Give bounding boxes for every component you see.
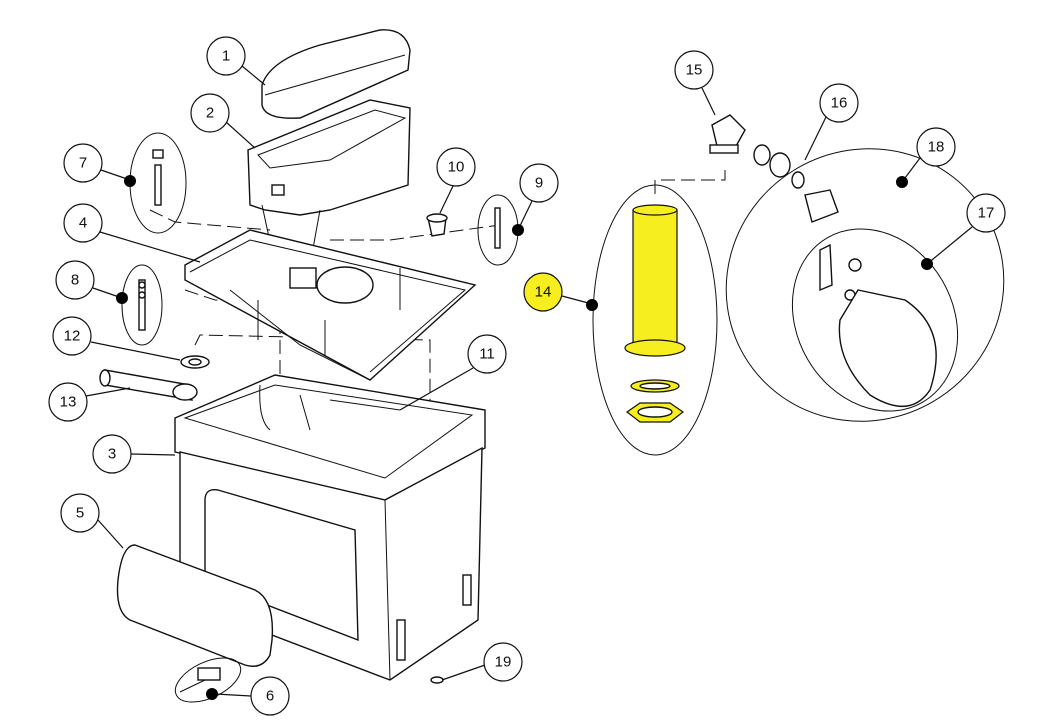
part-17-float xyxy=(819,243,937,408)
callout-label: 5 xyxy=(76,505,84,522)
callout-7[interactable]: 7 xyxy=(63,143,103,183)
callout-14-highlighted[interactable]: 14 xyxy=(523,272,563,312)
callout-label: 10 xyxy=(448,159,465,176)
part-7-valve-stem-detail xyxy=(129,132,187,234)
callout-label: 7 xyxy=(79,155,87,172)
callout-label: 15 xyxy=(686,62,703,79)
callout-label: 19 xyxy=(495,654,512,671)
callout-label: 14 xyxy=(535,284,552,301)
leader-dots xyxy=(116,175,933,700)
callout-3[interactable]: 3 xyxy=(92,434,132,474)
part-16-valve-fittings xyxy=(753,144,839,223)
callout-label: 2 xyxy=(206,105,214,122)
callout-label: 4 xyxy=(79,215,87,232)
callout-19[interactable]: 19 xyxy=(483,642,523,682)
part-18-float-valve-detail xyxy=(725,148,1005,422)
callout-label: 13 xyxy=(60,394,77,411)
callout-10[interactable]: 10 xyxy=(436,147,476,187)
callout-15[interactable]: 15 xyxy=(674,50,714,90)
callout-1[interactable]: 1 xyxy=(206,36,246,76)
part-4-tray xyxy=(184,229,477,381)
callout-label: 8 xyxy=(71,272,79,289)
callout-label: 3 xyxy=(108,446,116,463)
callout-12[interactable]: 12 xyxy=(52,316,92,356)
part-5-access-door xyxy=(116,544,274,667)
callout-2[interactable]: 2 xyxy=(190,93,230,133)
callout-11[interactable]: 11 xyxy=(467,334,507,374)
part-13-drain-pipe xyxy=(99,369,198,401)
callout-13[interactable]: 13 xyxy=(48,382,88,422)
callout-18[interactable]: 18 xyxy=(916,127,956,167)
part-1-lid xyxy=(261,29,411,119)
callout-label: 12 xyxy=(64,328,81,345)
callout-6[interactable]: 6 xyxy=(250,676,290,716)
part-12-washer xyxy=(180,355,210,369)
callout-label: 1 xyxy=(222,48,230,65)
callout-5[interactable]: 5 xyxy=(60,493,100,533)
callout-9[interactable]: 9 xyxy=(519,163,559,203)
callout-16[interactable]: 16 xyxy=(819,83,859,123)
part-10-cap xyxy=(426,213,448,237)
callout-label: 18 xyxy=(928,139,945,156)
callout-label: 6 xyxy=(266,688,274,705)
part-8-bolt-detail xyxy=(121,264,163,346)
part-15-valve-body xyxy=(709,114,746,154)
callout-4[interactable]: 4 xyxy=(63,203,103,243)
callout-label: 9 xyxy=(535,175,543,192)
callout-17[interactable]: 17 xyxy=(966,193,1006,233)
callout-8[interactable]: 8 xyxy=(55,260,95,300)
part-14-standpipe-detail[interactable] xyxy=(592,184,718,456)
callout-label: 16 xyxy=(831,95,848,112)
callout-label: 17 xyxy=(978,205,995,222)
part-19-washer xyxy=(430,676,444,684)
callout-label: 11 xyxy=(479,346,495,363)
